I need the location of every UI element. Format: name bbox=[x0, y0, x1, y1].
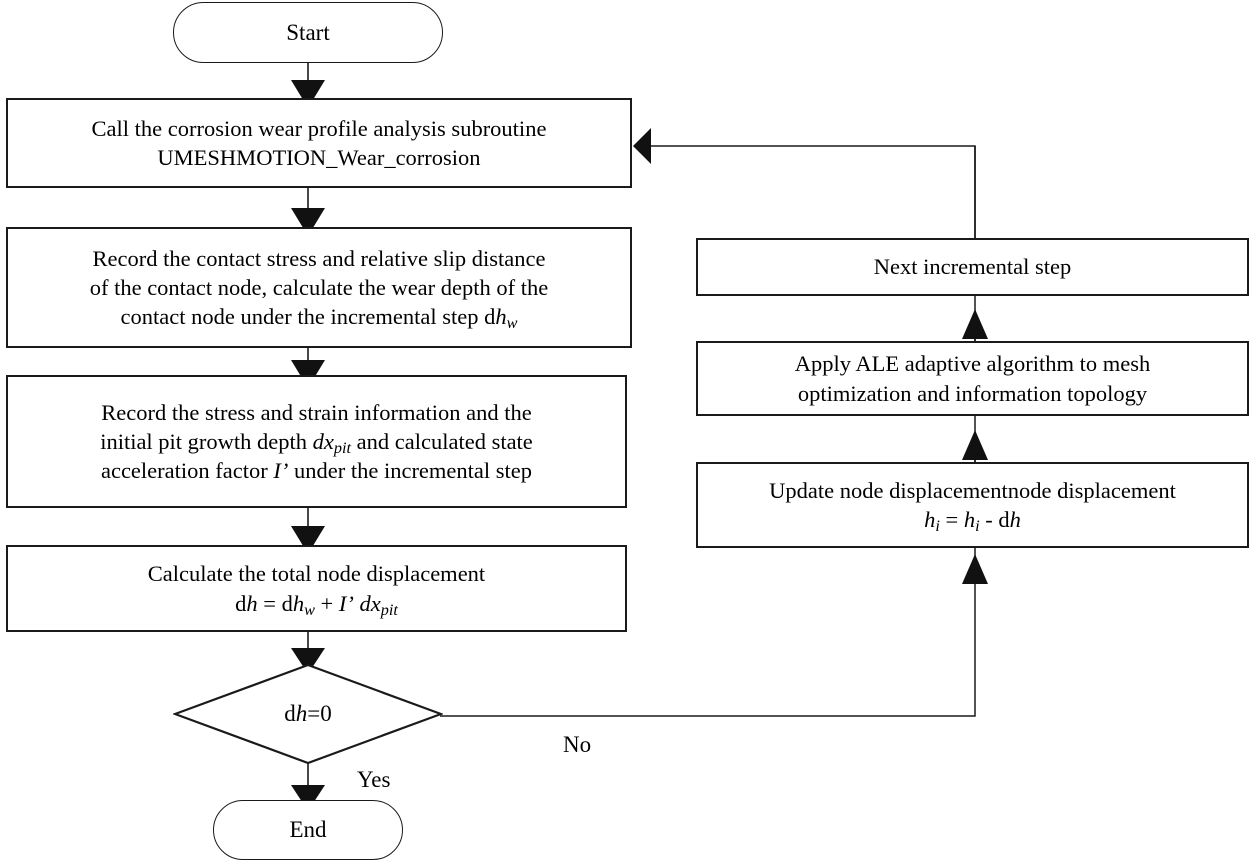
node-call-subroutine-label: Call the corrosion wear profile analysis… bbox=[91, 115, 547, 170]
node-call-subroutine[interactable]: Call the corrosion wear profile analysis… bbox=[6, 98, 632, 188]
node-calculate-total-formula: dh = dhw + I’ dxpit bbox=[235, 590, 398, 619]
node-decision-shape[interactable] bbox=[173, 663, 443, 765]
node-record-contact[interactable]: Record the contact stress and relative s… bbox=[6, 227, 632, 348]
node-end[interactable]: End bbox=[213, 800, 403, 860]
edge-label-yes: Yes bbox=[357, 767, 391, 792]
node-update-displacement-formula: hi = hi - dh bbox=[924, 507, 1021, 536]
node-record-stress-label: Record the stress and strain information… bbox=[100, 399, 533, 484]
node-end-label: End bbox=[289, 817, 327, 843]
arrowhead-left-call bbox=[633, 128, 651, 164]
arrowhead-up-update bbox=[962, 554, 988, 584]
node-record-stress[interactable]: Record the stress and strain information… bbox=[6, 375, 627, 508]
node-update-displacement-label: Update node displacementnode displacemen… bbox=[769, 477, 1176, 536]
node-next-incremental-step[interactable]: Next incremental step bbox=[696, 238, 1249, 296]
node-start-label: Start bbox=[286, 19, 330, 45]
node-start[interactable]: Start bbox=[173, 2, 443, 63]
node-update-displacement[interactable]: Update node displacementnode displacemen… bbox=[696, 462, 1249, 548]
edge-label-no: No bbox=[563, 732, 592, 757]
node-next-incremental-step-label: Next incremental step bbox=[873, 254, 1072, 280]
node-decision[interactable]: dh=0 bbox=[173, 663, 443, 765]
node-record-contact-label: Record the contact stress and relative s… bbox=[89, 245, 549, 333]
arrowhead-up-ale bbox=[962, 430, 988, 460]
node-decision-label: dh=0 bbox=[284, 701, 332, 726]
arrowhead-up-nextstep bbox=[962, 309, 988, 339]
